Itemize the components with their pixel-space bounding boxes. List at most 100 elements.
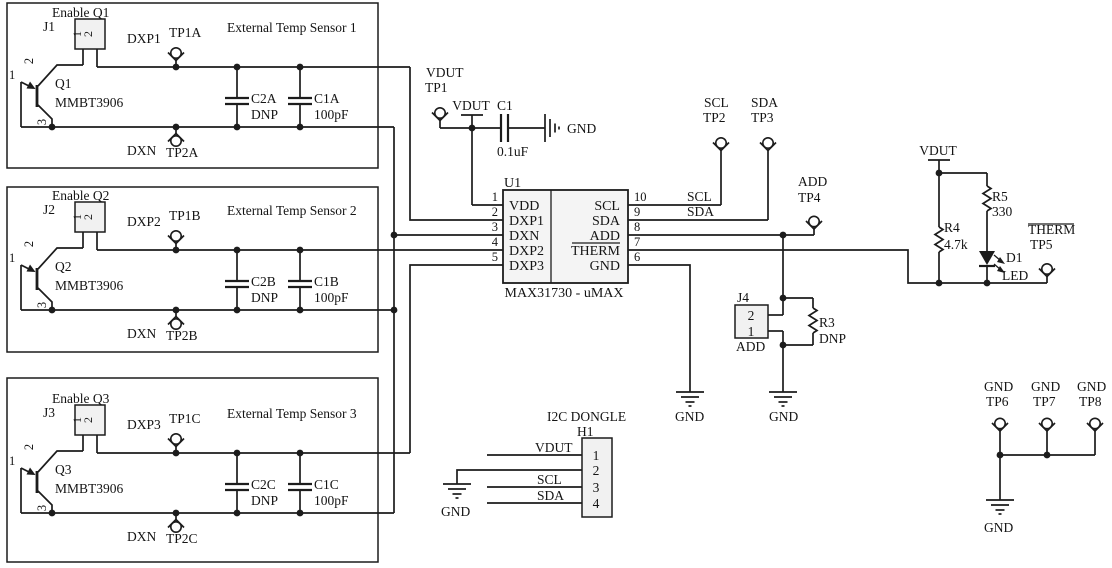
jumper-ref: J2 (43, 202, 55, 217)
jumper-pin1-label: 1 (70, 31, 84, 37)
pin3-num: 3 (492, 220, 498, 234)
c1-ref: C1B (314, 274, 339, 289)
dongle-scl-label: SCL (537, 472, 562, 487)
testpoint-top (167, 46, 185, 62)
q-pin3-label: 3 (35, 119, 49, 125)
gnd-symbol-tp (985, 499, 1015, 515)
jumper-leads (37, 435, 98, 473)
led-d1 (979, 251, 1005, 283)
tp2-net-label: SCL (704, 95, 729, 110)
j4-pin1-label: 1 (748, 324, 755, 339)
c1-val-label: 0.1uF (497, 144, 529, 159)
pin6-num: 6 (634, 250, 640, 264)
jumper-leads (37, 49, 98, 87)
resistor-r4 (934, 173, 944, 283)
c1-val: 100pF (314, 107, 349, 122)
q-pin1-label: 1 (9, 454, 15, 468)
pin10-name: SCL (594, 199, 620, 214)
testpoint-tp6 (991, 417, 1009, 432)
tp-bottom-label: TP2C (166, 531, 198, 546)
pin4-name: DXP2 (509, 244, 544, 259)
dongle-ref: H1 (577, 424, 594, 439)
sensor-block-2: Enable Q2 External Temp Sensor 2 J2 1 2 … (9, 188, 410, 343)
jumper-pin2-label: 2 (81, 214, 95, 220)
tp-top-label: TP1B (169, 208, 201, 223)
pin6-gnd-section: GND (628, 264, 705, 424)
testpoint-tp5 (1038, 262, 1056, 278)
pin5-num: 5 (492, 250, 498, 264)
c1-ref: C1A (314, 91, 340, 106)
r3-ref-label: R3 (819, 315, 835, 330)
cap-100pf (288, 250, 312, 310)
gnd-symbol-dongle (442, 483, 472, 499)
j4-ref: J4 (737, 290, 749, 305)
pin6-name: GND (590, 259, 620, 274)
r5-ref-label: R5 (992, 189, 1008, 204)
vdut-rail-label: VDUT (452, 98, 490, 113)
tp1-ref-label: TP1 (425, 80, 448, 95)
transistor (20, 467, 53, 513)
gnd-label-tp: GND (984, 520, 1013, 535)
block-title: External Temp Sensor 2 (227, 203, 357, 218)
u1-chip: U1 MAX31730 - uMAX 1 2 3 4 5 VDD DXP1 DX… (492, 176, 647, 301)
sensor-block-3: Enable Q3 External Temp Sensor 3 J3 1 2 … (9, 391, 410, 546)
tp4-ref-label: TP4 (798, 190, 821, 205)
enable-label: Enable Q2 (52, 188, 109, 203)
gnd-label-c1: GND (567, 121, 596, 136)
cap-100pf (288, 453, 312, 513)
tp-top-label: TP1A (169, 25, 202, 40)
pin10-num: 10 (634, 190, 647, 204)
block-title: External Temp Sensor 1 (227, 20, 357, 35)
emitter-arrow (26, 264, 36, 272)
jumper-pin2-label: 2 (81, 31, 95, 37)
cap-c1 (499, 114, 545, 142)
dxn-label: DXN (127, 326, 156, 341)
block-title: External Temp Sensor 3 (227, 406, 357, 421)
gnd-label-dongle: GND (441, 504, 470, 519)
enable-jumper (74, 201, 106, 233)
cap-dnp (225, 67, 249, 127)
pin1-name: VDD (509, 199, 539, 214)
therm-section: THERM TP5 VDUT R4 4.7k R5 330 D1 (628, 143, 1075, 287)
pin8-name: ADD (590, 229, 620, 244)
testpoint-tp3 (759, 136, 777, 152)
h1-pin4-label: 4 (593, 496, 600, 511)
jumper-pin1-label: 1 (70, 417, 84, 423)
pin5-name: DXP3 (509, 259, 544, 274)
q-pin1-label: 1 (9, 251, 15, 265)
jumper-leads (37, 232, 98, 270)
pin9-name: SDA (592, 214, 621, 229)
r4-ref-label: R4 (944, 220, 960, 235)
u1-part: MAX31730 - uMAX (505, 286, 624, 301)
sensor-block: Enable Q1 External Temp Sensor 1 J1 1 2 … (9, 5, 410, 160)
tp4-net-label: ADD (798, 174, 827, 189)
cap-100pf (288, 67, 312, 127)
resistor-r5 (982, 173, 992, 251)
transistor (20, 264, 53, 310)
gnd-symbol-j4 (768, 391, 798, 407)
dxp-label: DXP1 (127, 31, 161, 46)
dxn-label: DXN (127, 529, 156, 544)
junction-dots (48, 246, 304, 314)
c2-ref: C2C (251, 477, 276, 492)
jumper-ref: J1 (43, 19, 55, 34)
testpoint-top (167, 432, 185, 448)
tp8-net-label: GND (1077, 379, 1106, 394)
cap-dnp (225, 453, 249, 513)
sda-net-label: SDA (687, 204, 714, 219)
pin7-name: THERM (571, 244, 621, 259)
q-part: MMBT3906 (55, 278, 124, 293)
u1-ref: U1 (504, 176, 521, 191)
pin7-num: 7 (634, 235, 640, 249)
q-part: MMBT3906 (55, 481, 124, 496)
sensor-block-frames (6, 2, 379, 563)
q-part: MMBT3906 (55, 95, 124, 110)
r4-val-label: 4.7k (944, 237, 968, 252)
c2-ref: C2A (251, 91, 277, 106)
h1-pin2-label: 2 (593, 463, 600, 478)
testpoint-tp4 (805, 215, 823, 230)
pin9-num: 9 (634, 205, 640, 219)
testpoint-tp8 (1086, 417, 1104, 432)
